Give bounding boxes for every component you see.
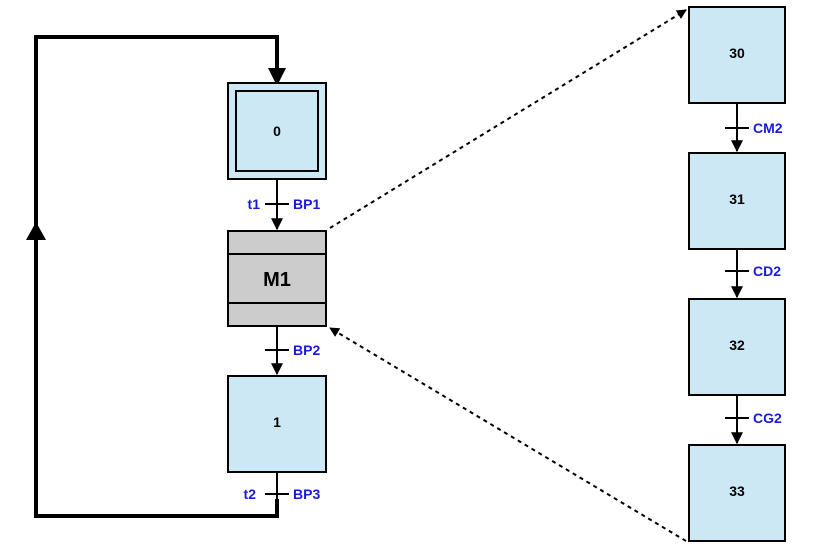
step-0-label: 0: [273, 123, 281, 139]
step-1-label: 1: [273, 414, 281, 430]
transition-t1-name: t1: [248, 196, 261, 212]
expansion-step-31[interactable]: 31: [688, 152, 786, 250]
transition-t1-condition: BP1: [293, 196, 320, 212]
macro-step-m1[interactable]: M1: [227, 230, 327, 327]
expansion-in-line: [329, 9, 687, 229]
transition-t2-condition: BP3: [293, 486, 320, 502]
transition-bp2-condition: BP2: [293, 342, 320, 358]
transition-cm2-condition: CM2: [753, 120, 783, 136]
step-32-label: 32: [729, 337, 745, 353]
loop-up-arrow-icon: [26, 222, 46, 240]
expansion-out-line: [329, 327, 687, 542]
expansion-step-32[interactable]: 32: [688, 298, 786, 396]
transition-cg2-condition: CG2: [753, 410, 782, 426]
transition-t2-name: t2: [244, 486, 257, 502]
macro-step-m1-label: M1: [263, 269, 291, 291]
transition-cd2-condition: CD2: [753, 263, 781, 279]
loop-down-arrow-icon: [268, 68, 286, 86]
expansion-step-30[interactable]: 30: [688, 6, 786, 104]
expansion-step-33[interactable]: 33: [688, 444, 786, 542]
step-33-label: 33: [729, 483, 745, 499]
step-1[interactable]: 1: [227, 375, 327, 473]
step-31-label: 31: [729, 191, 745, 207]
step-30-label: 30: [729, 45, 745, 61]
initial-step-0[interactable]: 0: [227, 82, 327, 180]
loop-back-line: [34, 35, 279, 518]
